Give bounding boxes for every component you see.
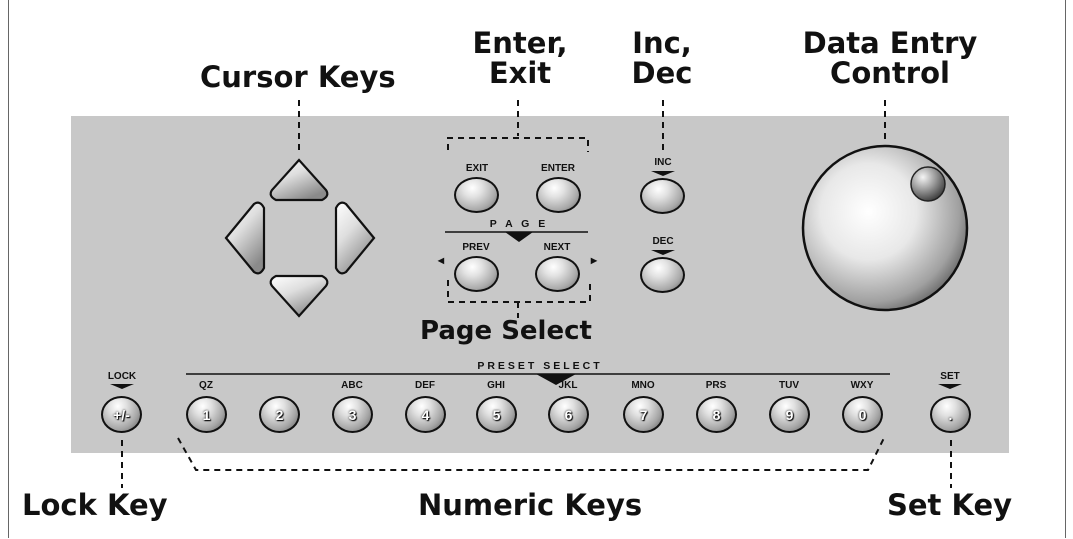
next-button[interactable] [535, 256, 580, 292]
numeric-key-5[interactable]: 5 [476, 396, 517, 433]
callout-cursor-keys: Cursor Keys [200, 60, 396, 94]
numeric-key-7[interactable]: 7 [623, 396, 664, 433]
callout-inc-dec: Inc, Dec [612, 28, 712, 89]
data-entry-knob[interactable] [801, 144, 969, 312]
callout-inc-dec-line1: Inc, [632, 26, 692, 60]
numeric-key-6[interactable]: 6 [548, 396, 589, 433]
numeric-key-1[interactable]: 1 [186, 396, 227, 433]
cursor-left-key[interactable] [224, 201, 266, 275]
callout-enter-exit: Enter, Exit [455, 28, 585, 89]
callout-page-select: Page Select [420, 316, 592, 346]
dec-button[interactable] [640, 257, 685, 293]
callout-lock-key: Lock Key [22, 488, 168, 522]
dec-label: DEC [652, 236, 674, 247]
preset-select-divider [186, 373, 890, 385]
letters-wxy: WXY [850, 380, 874, 391]
diagram-frame [8, 0, 1066, 538]
exit-label: EXIT [465, 163, 489, 174]
leader-page-select [447, 280, 591, 318]
inc-pointer [651, 171, 675, 176]
lock-pointer [110, 384, 134, 389]
letters-tuv: TUV [779, 380, 799, 391]
numeric-key-2[interactable]: 2 [259, 396, 300, 433]
dec-pointer [651, 250, 675, 255]
callout-inc-dec-line2: Dec [631, 56, 693, 91]
letters-qz: QZ [199, 380, 213, 391]
callout-data-entry: Data Entry Control [790, 28, 990, 89]
letters-prs: PRS [705, 380, 727, 391]
page-label: P A G E [489, 218, 549, 230]
callout-data-entry-line2: Control [830, 56, 950, 91]
lock-label: LOCK [107, 371, 137, 382]
callout-data-entry-line1: Data Entry [802, 26, 978, 60]
enter-button[interactable] [536, 177, 581, 213]
letters-jkl: JKL [558, 380, 578, 391]
callout-enter-exit-line2: Exit [488, 56, 552, 91]
preset-select-label: PRESET SELECT [477, 360, 603, 372]
page-right-arrow-icon: ▶ [590, 256, 598, 265]
set-dot-key[interactable]: . [930, 396, 971, 433]
letters-mno: MNO [631, 380, 655, 391]
enter-label: ENTER [541, 163, 575, 174]
knob-grip [910, 166, 946, 202]
set-label: SET [940, 371, 960, 382]
letters-ghi: GHI [487, 380, 505, 391]
cursor-down-key[interactable] [269, 274, 329, 318]
numeric-key-9[interactable]: 9 [769, 396, 810, 433]
lock-plus-minus-key[interactable]: +/- [101, 396, 142, 433]
numeric-key-3[interactable]: 3 [332, 396, 373, 433]
numeric-key-0[interactable]: 0 [842, 396, 883, 433]
cursor-right-key[interactable] [334, 201, 376, 275]
inc-button[interactable] [640, 178, 685, 214]
numeric-key-4[interactable]: 4 [405, 396, 446, 433]
leader-numeric-keys [177, 437, 885, 471]
letters-abc: ABC [341, 380, 363, 391]
callout-enter-exit-line1: Enter, [472, 26, 568, 60]
cursor-up-key[interactable] [269, 158, 329, 202]
letters-def: DEF [415, 380, 435, 391]
next-label: NEXT [543, 242, 571, 253]
set-pointer [938, 384, 962, 389]
callout-set-key: Set Key [887, 488, 1013, 522]
inc-label: INC [654, 157, 672, 168]
callout-numeric-keys: Numeric Keys [418, 488, 643, 522]
numeric-key-8[interactable]: 8 [696, 396, 737, 433]
page-left-arrow-icon: ◀ [437, 256, 445, 265]
leader-enter-exit [447, 100, 589, 152]
exit-button[interactable] [454, 177, 499, 213]
prev-button[interactable] [454, 256, 499, 292]
page-divider [445, 231, 588, 242]
prev-label: PREV [462, 242, 490, 253]
